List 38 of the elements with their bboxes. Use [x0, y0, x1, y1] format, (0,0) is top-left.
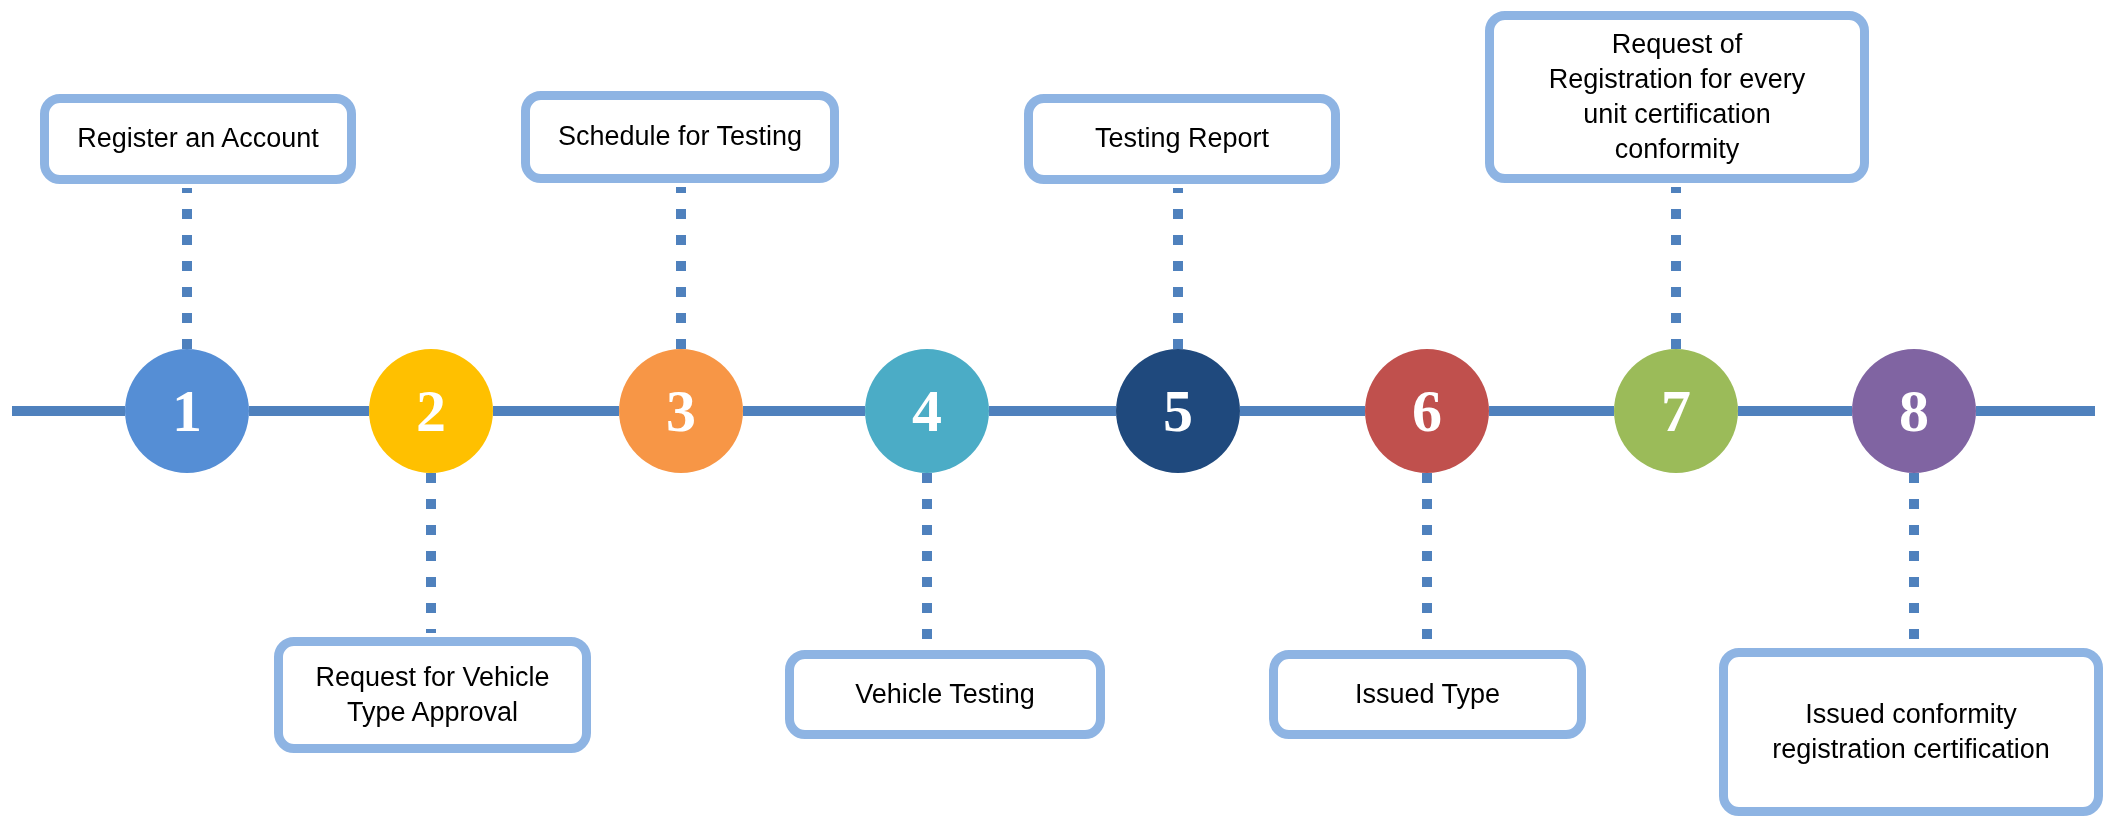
connector-line — [989, 406, 1116, 416]
dotted-connector — [426, 473, 436, 633]
step-number: 7 — [1661, 381, 1691, 441]
step-box — [1024, 94, 1340, 184]
step-number: 6 — [1412, 381, 1442, 441]
step-box — [1719, 648, 2103, 816]
step-label: Request of Registration for every unit certification conformity — [1547, 27, 1807, 167]
step-label: Issued Type — [1354, 677, 1501, 711]
step-box — [40, 94, 356, 184]
step-number: 2 — [416, 381, 446, 441]
step-number: 5 — [1163, 381, 1193, 441]
step-label: Testing Report — [1094, 122, 1270, 156]
step-label: Register an Account — [77, 122, 319, 156]
step-label: Request for Vehicle Type Approval — [314, 660, 551, 729]
step-number: 1 — [172, 381, 202, 441]
connector-line — [249, 406, 369, 416]
step-label: Vehicle Testing — [855, 677, 1035, 711]
connector-line — [1738, 406, 1852, 416]
step-box — [1485, 11, 1869, 183]
step-number: 8 — [1899, 381, 1929, 441]
connector-line — [1489, 406, 1614, 416]
dotted-connector — [1671, 187, 1681, 349]
dotted-connector — [676, 187, 686, 349]
step-box — [521, 91, 839, 183]
step-box — [274, 637, 591, 753]
step-number: 4 — [912, 381, 942, 441]
connector-line — [1240, 406, 1365, 416]
connector-line — [493, 406, 619, 416]
step-box — [1269, 650, 1586, 739]
step-number: 3 — [666, 381, 696, 441]
connector-line — [743, 406, 865, 416]
connector-line — [1976, 406, 2095, 416]
dotted-connector — [1173, 188, 1183, 349]
step-label: Issued conformity registration certification — [1771, 697, 2051, 766]
dotted-connector — [182, 188, 192, 349]
step-box — [785, 650, 1105, 739]
step-label: Schedule for Testing — [557, 120, 803, 154]
connector-line — [12, 406, 125, 416]
